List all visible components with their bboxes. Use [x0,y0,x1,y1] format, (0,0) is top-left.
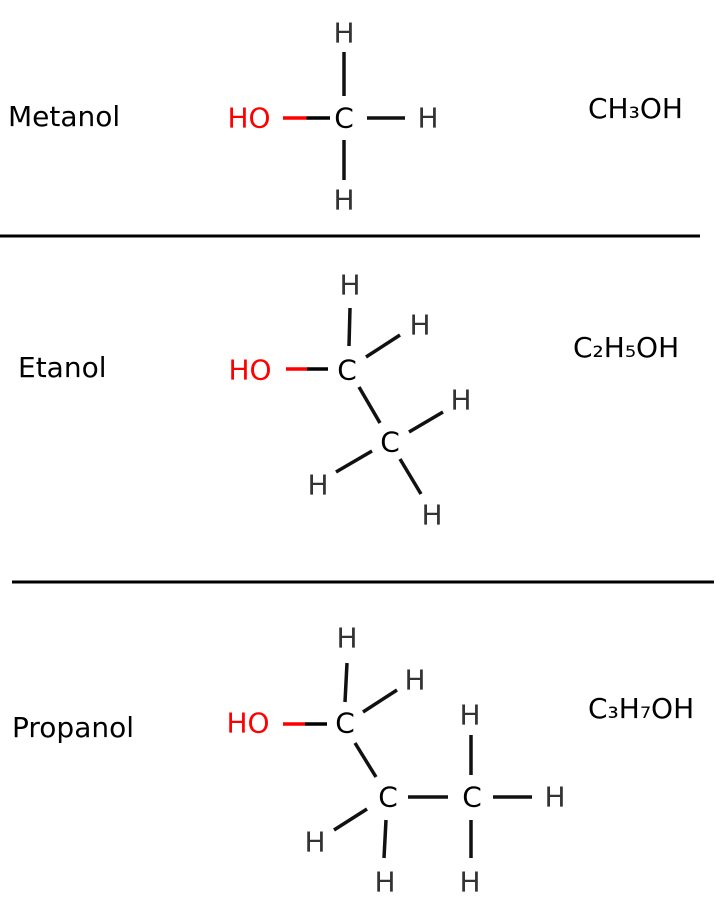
formula-metanol: CH₃OH [588,92,683,125]
bond-propanol [382,819,388,859]
hydrogen-atom-etanol: H [409,309,430,342]
hydrogen-atom-propanol: H [459,699,480,732]
hydrogen-atom-metanol: H [417,102,438,135]
bond-etanol [335,449,373,474]
hydroxyl-group-metanol: HO [227,102,270,135]
hydrogen-atom-propanol: H [404,664,425,697]
bond-propanol [343,662,349,703]
hydrogen-atom-metanol: H [333,184,354,217]
formula-propanol: C₃H₇OH [588,692,694,725]
hydroxyl-group-propanol: HO [226,707,269,740]
hydrogen-atom-etanol: H [450,384,471,417]
hydrogen-atom-propanol: H [374,866,395,899]
bond-propanol [353,742,378,778]
carbon-atom-metanol: C [334,102,354,135]
hydrogen-atom-etanol: H [421,499,442,532]
molecule-name-metanol: Metanol [8,100,120,133]
bond-propanol [362,688,398,714]
carbon-atom-propanol: C [335,707,355,740]
carbon-atom-propanol: C [462,781,482,814]
hydrogen-atom-etanol: H [307,469,328,502]
bond-etanol [357,386,382,424]
bond-etanol [398,458,423,495]
hydrogen-atom-etanol: H [339,269,360,302]
bond-etanol [365,333,401,359]
molecule-name-propanol: Propanol [12,711,134,744]
molecule-name-etanol: Etanol [18,351,106,384]
formula-etanol: C₂H₅OH [573,331,679,364]
hydrogen-atom-propanol: H [304,826,325,859]
hydroxyl-group-etanol: HO [228,354,271,387]
hydrogen-atom-propanol: H [336,622,357,655]
hydrogen-atom-metanol: H [333,17,354,50]
hydrogen-atom-propanol: H [459,866,480,899]
bond-etanol [347,307,352,347]
carbon-atom-etanol: C [380,426,400,459]
bond-propanol [333,807,368,832]
carbon-atom-propanol: C [378,781,398,814]
bond-etanol [408,410,444,434]
hydrogen-atom-propanol: H [544,781,565,814]
carbon-atom-etanol: C [337,354,357,387]
